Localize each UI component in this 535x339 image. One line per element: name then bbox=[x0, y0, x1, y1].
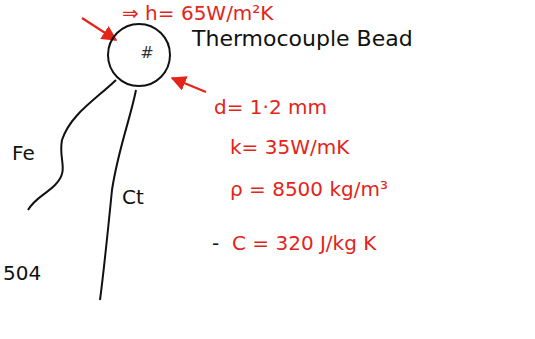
convection-coefficient: ⇒ h= 65W/m²K bbox=[122, 2, 273, 25]
bead-outline bbox=[106, 22, 172, 88]
list-dash: - bbox=[212, 232, 219, 255]
thermocouple-bead: #Thermocouple Bead bbox=[106, 22, 172, 88]
wire-label: Fe bbox=[12, 142, 35, 165]
conductivity-value: k= 35W/mK bbox=[230, 136, 349, 159]
fe-wire bbox=[28, 80, 116, 210]
page-number: 504 bbox=[3, 262, 41, 285]
diameter-arrow bbox=[172, 78, 206, 92]
convection-arrow bbox=[82, 18, 116, 40]
specific-heat-value: C = 320 J/kg K bbox=[232, 232, 376, 255]
wire-label: Ct bbox=[122, 186, 144, 209]
bead-title: Thermocouple Bead bbox=[192, 26, 413, 51]
bead-mark: # bbox=[140, 44, 153, 62]
diameter-value: d= 1·2 mm bbox=[214, 96, 327, 119]
density-value: ρ = 8500 kg/m³ bbox=[230, 178, 388, 201]
